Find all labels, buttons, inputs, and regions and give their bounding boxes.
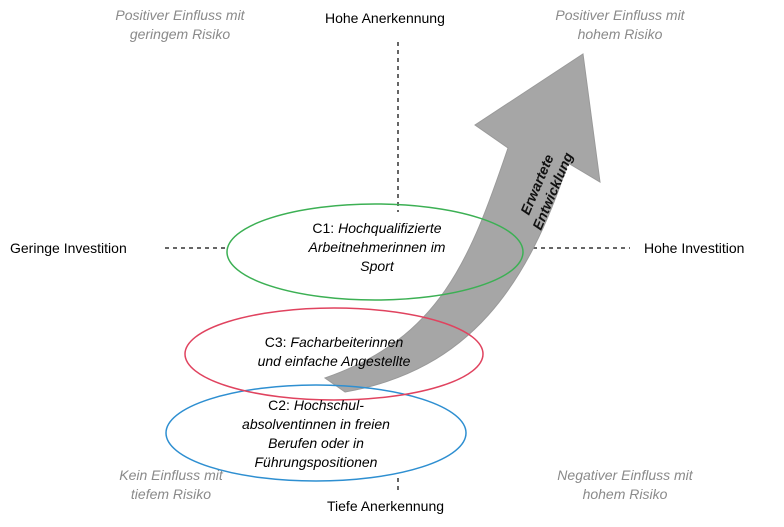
cluster-c2-label: C2: Hochschul- absolventinnen in freien … bbox=[242, 397, 390, 470]
cluster-c1-label: C1: Hochqualifizierte Arbeitnehmerinnen … bbox=[308, 220, 446, 274]
cluster-c3-ellipse bbox=[184, 307, 484, 401]
cluster-c3-label: C3: Facharbeiterinnen und einfache Anges… bbox=[257, 334, 411, 369]
cluster-c1-ellipse bbox=[226, 203, 524, 301]
axis-label-top: Hohe Anerkennung bbox=[325, 10, 445, 26]
quadrant-bottom-left: Kein Einfluss mit tiefem Risiko bbox=[119, 467, 223, 502]
quadrant-top-right: Positiver Einfluss mit hohem Risiko bbox=[555, 7, 685, 42]
axis-label-bottom: Tiefe Anerkennung bbox=[327, 498, 445, 514]
quadrant-bottom-right: Negativer Einfluss mit hohem Risiko bbox=[557, 467, 693, 502]
axis-label-left: Geringe Investition bbox=[10, 240, 127, 256]
quadrant-top-left: Positiver Einfluss mit geringem Risiko bbox=[115, 7, 245, 42]
cluster-c2-ellipse bbox=[165, 384, 467, 482]
axis-label-right: Hohe Investition bbox=[644, 240, 745, 256]
expected-development-arrow bbox=[323, 53, 601, 393]
